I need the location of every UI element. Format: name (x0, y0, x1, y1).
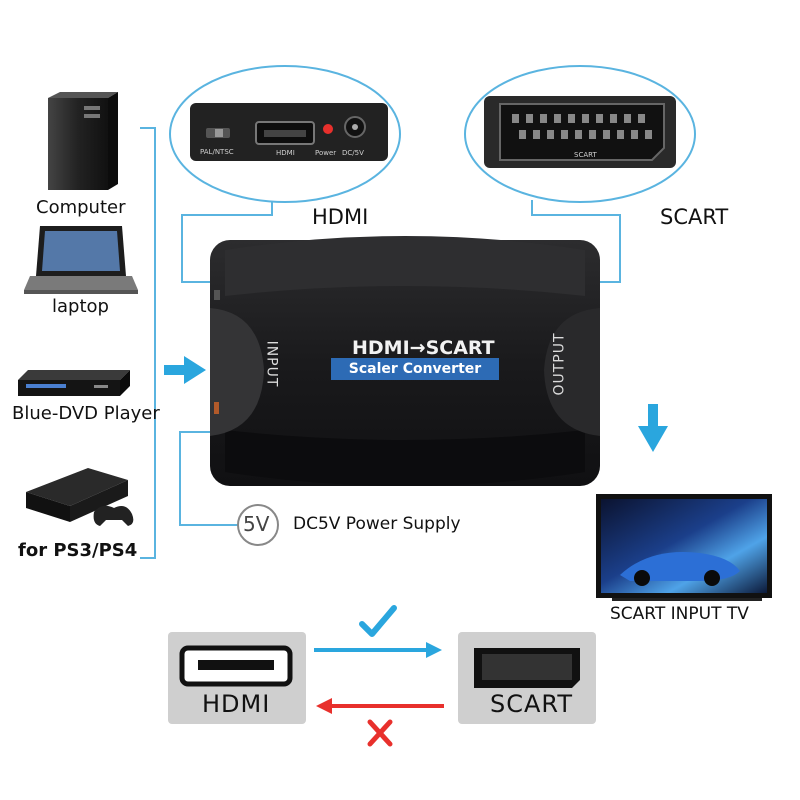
scart-pin (519, 130, 526, 139)
reverse-arrow-icon (316, 698, 444, 714)
scart-pin (617, 130, 624, 139)
check-mark-icon (359, 605, 397, 637)
power-badge: 5V (243, 512, 270, 536)
hdmi-callout-line (181, 200, 273, 283)
scart-pin (610, 114, 617, 123)
hdmi-port-callout (169, 65, 401, 203)
game-console-icon (26, 468, 134, 526)
scart-pin (533, 130, 540, 139)
scart-pin (645, 130, 652, 139)
side-switch (214, 290, 220, 300)
port-label-pal-ntsc: PAL/NTSC (200, 148, 234, 156)
input-arrow-icon (164, 356, 206, 384)
scart-pin (631, 130, 638, 139)
port-label-dc: DC/5V (342, 149, 364, 157)
port-label-power: Power (315, 149, 337, 157)
scart-pin (512, 114, 519, 123)
power-badge-circle (237, 504, 279, 546)
port-label-scart: SCART (574, 151, 597, 159)
hdmi-callout-title: HDMI (312, 205, 369, 229)
scart-pin (582, 114, 589, 123)
output-arrow-icon (638, 404, 668, 452)
converter-input-label: INPUT (263, 340, 280, 388)
device-label-console: for PS3/PS4 (18, 540, 138, 561)
forward-arrow-icon (314, 642, 442, 658)
connector-lines (140, 127, 621, 559)
device-label-computer: Computer (36, 197, 126, 218)
scart-pin (638, 114, 645, 123)
tv-label: SCART INPUT TV (610, 604, 749, 624)
scart-callout-title: SCART (660, 205, 729, 229)
scart-pin (540, 114, 547, 123)
power-label: DC5V Power Supply (293, 514, 461, 534)
converter-title: HDMI→SCART (352, 337, 495, 359)
cross-mark-icon (367, 719, 393, 747)
scart-pin (547, 130, 554, 139)
computer-tower-icon (48, 92, 118, 190)
power-led (323, 124, 333, 134)
scart-callout-line (531, 200, 621, 283)
device-label-bluray: Blue-DVD Player (12, 403, 160, 424)
scart-pin (561, 130, 568, 139)
scart-tv-icon (596, 494, 772, 601)
laptop-icon (24, 226, 138, 294)
converter-output-label: OUTPUT (551, 332, 568, 396)
converter-subtitle: Scaler Converter (331, 358, 499, 380)
scart-pin (575, 130, 582, 139)
scart-pin (603, 130, 610, 139)
scart-pin (596, 114, 603, 123)
hdmi-tile-label: HDMI (202, 690, 271, 718)
scart-tile-label: SCART (490, 690, 573, 718)
controller-icon (93, 505, 134, 526)
scart-pin (624, 114, 631, 123)
power-callout-line (179, 431, 238, 526)
scart-pin (554, 114, 561, 123)
scart-port-callout (464, 65, 696, 203)
scart-pin (526, 114, 533, 123)
scart-pin (568, 114, 575, 123)
side-led (214, 402, 219, 414)
bluray-player-icon (18, 370, 130, 396)
port-label-hdmi: HDMI (276, 149, 295, 157)
device-label-laptop: laptop (52, 296, 109, 317)
scart-pin (589, 130, 596, 139)
source-bracket-line (140, 127, 156, 559)
